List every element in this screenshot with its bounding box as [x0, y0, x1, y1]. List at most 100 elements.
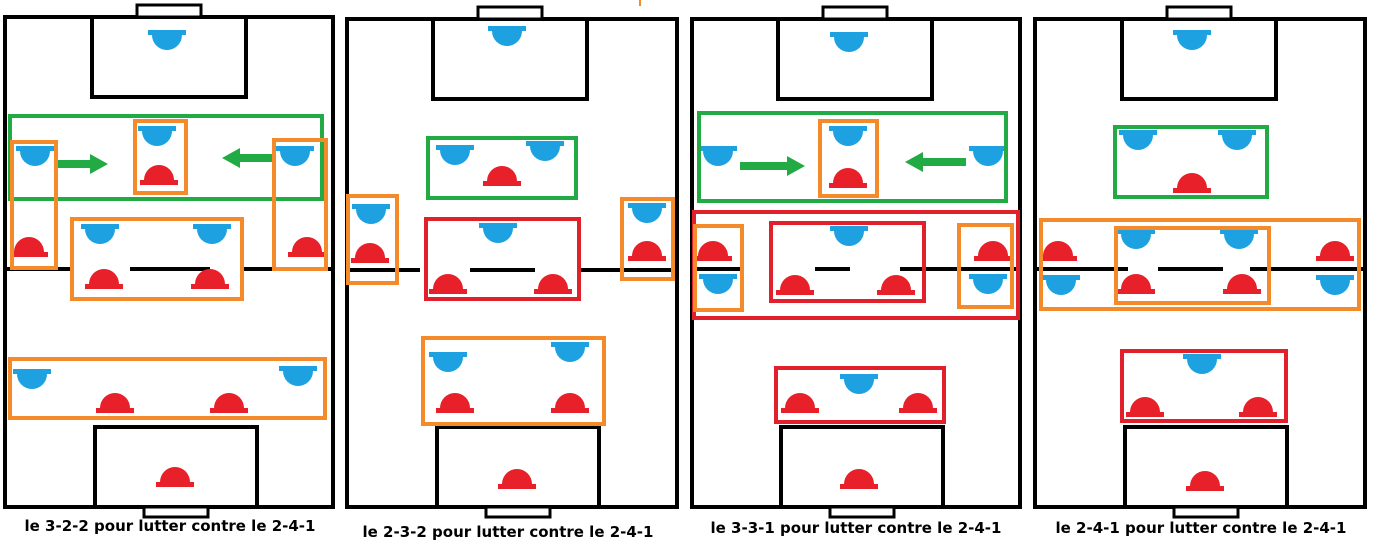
zone-box-orange: [8, 357, 327, 420]
bottom-penalty-box: [93, 425, 259, 509]
blue-player-icon: [1117, 229, 1155, 249]
blue-player-icon: [148, 30, 186, 50]
red-player-icon: [436, 393, 474, 413]
blue-player-icon: [13, 369, 51, 389]
top-goal: [476, 5, 544, 21]
bottom-goal: [142, 505, 210, 519]
blue-player-icon: [276, 146, 314, 166]
zone-box-green: [1113, 125, 1269, 199]
blue-player-icon: [1183, 354, 1221, 374]
red-player-icon: [628, 241, 666, 261]
pressing-arrow: [222, 148, 272, 168]
top-goal: [1165, 5, 1233, 21]
red-player-icon: [96, 393, 134, 413]
blue-player-icon: [488, 26, 526, 46]
blue-player-icon: [699, 274, 737, 294]
red-player-icon: [1223, 274, 1261, 294]
blue-player-icon: [1218, 130, 1256, 150]
red-player-icon: [781, 393, 819, 413]
zone-box-red: [1120, 349, 1288, 423]
zone-box-orange: [133, 119, 188, 195]
blue-player-icon: [551, 342, 589, 362]
blue-player-icon: [829, 126, 867, 146]
blue-player-icon: [1042, 275, 1080, 295]
red-player-icon: [498, 469, 536, 489]
blue-player-icon: [193, 224, 231, 244]
red-player-icon: [776, 275, 814, 295]
top-penalty-box: [90, 15, 248, 99]
zone-box-orange: [620, 197, 675, 281]
red-player-icon: [351, 243, 389, 263]
blue-player-icon: [1119, 130, 1157, 150]
zone-box-green: [697, 111, 1008, 203]
red-player-icon: [429, 274, 467, 294]
bottom-penalty-box: [1123, 425, 1289, 509]
blue-player-icon: [429, 352, 467, 372]
zone-box-orange: [10, 140, 58, 270]
blue-player-icon: [16, 146, 54, 166]
bottom-goal: [484, 505, 552, 519]
zone-box-orange: [818, 119, 879, 198]
bottom-goal: [1172, 505, 1240, 519]
caption-formation-1: le 3-2-2 pour lutter contre le 2-4-1: [24, 517, 316, 535]
blue-player-icon: [81, 224, 119, 244]
pitch: [3, 3, 335, 519]
pressing-arrow: [58, 154, 108, 174]
blue-player-icon: [1220, 229, 1258, 249]
caption-formation-2: le 2-3-2 pour lutter contre le 2-4-1: [362, 523, 654, 541]
blue-player-icon: [830, 32, 868, 52]
red-player-icon: [210, 393, 248, 413]
blue-player-icon: [1316, 275, 1354, 295]
zone-box-red: [774, 366, 946, 424]
zone-box-orange: [272, 138, 328, 271]
red-player-icon: [1117, 274, 1155, 294]
blue-player-icon: [436, 145, 474, 165]
top-goal: [135, 3, 203, 19]
caption-formation-4: le 2-4-1 pour lutter contre le 2-4-1: [1055, 519, 1347, 537]
blue-player-icon: [969, 274, 1007, 294]
red-player-icon: [877, 275, 915, 295]
caption-formation-3: le 3-3-1 pour lutter contre le 2-4-1: [710, 519, 1002, 537]
zone-box-orange: [70, 217, 244, 301]
blue-player-icon: [1173, 30, 1211, 50]
red-player-icon: [288, 237, 326, 257]
blue-player-icon: [138, 126, 176, 146]
blue-player-icon: [969, 146, 1007, 166]
pressing-arrow: [740, 156, 805, 176]
zone-box-red: [424, 217, 581, 301]
red-player-icon: [534, 274, 572, 294]
blue-player-icon: [699, 146, 737, 166]
red-player-icon: [1316, 241, 1354, 261]
zone-box-orange: [957, 223, 1014, 309]
pitch: [1033, 5, 1367, 519]
blue-player-icon: [840, 374, 878, 394]
blue-player-icon: [279, 366, 317, 386]
red-player-icon: [694, 241, 732, 261]
red-player-icon: [1239, 397, 1277, 417]
zone-box-orange: [693, 224, 744, 312]
top-penalty-box: [776, 17, 934, 101]
red-player-icon: [1173, 173, 1211, 193]
top-goal: [821, 5, 889, 21]
red-player-icon: [10, 237, 48, 257]
red-player-icon: [156, 467, 194, 487]
red-player-icon: [140, 165, 178, 185]
red-player-icon: [1126, 397, 1164, 417]
red-player-icon: [85, 269, 123, 289]
blue-player-icon: [352, 204, 390, 224]
bottom-penalty-box: [779, 425, 945, 509]
blue-player-icon: [830, 226, 868, 246]
zone-box-red: [769, 221, 926, 303]
red-player-icon: [1186, 471, 1224, 491]
zone-box-orange: [1039, 218, 1361, 311]
red-player-icon: [974, 241, 1012, 261]
bottom-goal: [828, 505, 896, 519]
bottom-penalty-box: [435, 425, 601, 509]
zone-box-orange: [1114, 226, 1271, 305]
red-player-icon: [191, 269, 229, 289]
zone-box-green: [426, 136, 578, 200]
red-player-icon: [483, 166, 521, 186]
pressing-arrow: [905, 152, 966, 172]
